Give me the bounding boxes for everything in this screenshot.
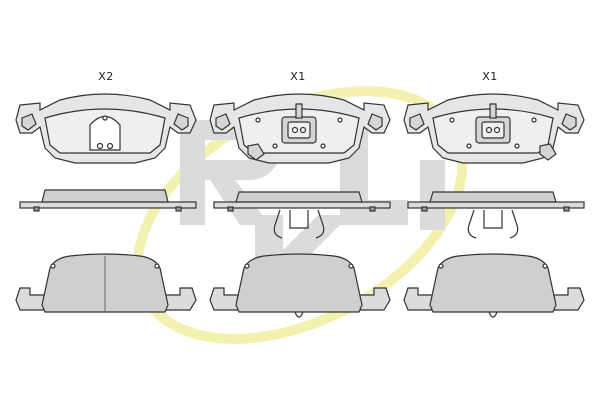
pad-col2-hole-bottom-left xyxy=(272,143,278,149)
pad-col-1 xyxy=(15,93,197,313)
pad-col1-pin-top xyxy=(102,115,108,121)
pad-col1-dot-left xyxy=(50,263,56,269)
pad-col3-side-plate xyxy=(407,201,585,209)
pad-col3-hole-bottom-left xyxy=(466,143,472,149)
pad-col2-side-tab-left xyxy=(227,206,234,212)
pad-col3-hole-right xyxy=(531,117,537,123)
pad-col2-ear-right xyxy=(367,113,383,131)
pad-col3-clip xyxy=(539,143,557,161)
pad-col2-side-friction xyxy=(235,191,363,203)
col2-quantity-label: X1 xyxy=(290,70,306,83)
pad-col1-ear-left xyxy=(21,113,37,131)
pad-col3-side-tab-right xyxy=(563,206,570,212)
pad-col3-hole-left xyxy=(449,117,455,123)
pad-col3-dot-right xyxy=(542,263,548,269)
pad-col3-side-tab-left xyxy=(421,206,428,212)
pad-col-3 xyxy=(403,93,585,318)
pad-col3-friction-face xyxy=(429,253,557,313)
pad-col2-sensor-pin-2 xyxy=(299,126,307,134)
pad-col2-hole-right xyxy=(337,117,343,123)
pad-col1-notch xyxy=(89,115,121,151)
pad-col2-clip xyxy=(247,143,265,161)
pad-col2-wear-indicator xyxy=(294,311,304,318)
pad-col3-spring-clip xyxy=(467,209,519,239)
pad-col3-sensor-pin-2 xyxy=(493,126,501,134)
pad-col1-hole-left xyxy=(96,142,104,150)
pad-col2-friction-face xyxy=(235,253,363,313)
watermark xyxy=(132,86,468,344)
pad-col2-hole-bottom-right xyxy=(320,143,326,149)
pad-col1-side-tab-right xyxy=(175,206,182,212)
pad-col2-side-tab-right xyxy=(369,206,376,212)
pad-col2-dot-left xyxy=(244,263,250,269)
pad-col3-sensor-pin-1 xyxy=(485,126,493,134)
pad-col1-hole-right xyxy=(106,142,114,150)
pad-col3-dot-left xyxy=(438,263,444,269)
pad-col3-ear-left xyxy=(409,113,425,131)
pad-col1-dot-right xyxy=(154,263,160,269)
pad-col2-side-plate xyxy=(213,201,391,209)
pad-col2-sensor-pin-1 xyxy=(291,126,299,134)
pad-col1-side-tab-left xyxy=(33,206,40,212)
pad-col3-ear-right xyxy=(561,113,577,131)
col3-quantity-label: X1 xyxy=(482,70,498,83)
pad-col2-spring-clip xyxy=(273,209,325,239)
pad-col2-dot-right xyxy=(348,263,354,269)
pad-col-2 xyxy=(209,93,391,318)
pad-col3-sensor-inner xyxy=(481,121,505,139)
pad-col3-sensor-tab xyxy=(489,103,497,119)
pad-col2-ear-left xyxy=(215,113,231,131)
pad-col1-side-friction xyxy=(41,189,169,203)
pad-col3-wear-indicator xyxy=(488,311,498,318)
pad-col2-sensor-tab xyxy=(295,103,303,119)
pad-col2-hole-left xyxy=(255,117,261,123)
pad-col1-ear-right xyxy=(173,113,189,131)
pad-col3-hole-bottom-right xyxy=(514,143,520,149)
col1-quantity-label: X2 xyxy=(98,70,114,83)
pad-col3-side-friction xyxy=(429,191,557,203)
pad-col1-side-plate xyxy=(19,201,197,209)
pad-col2-sensor-inner xyxy=(287,121,311,139)
